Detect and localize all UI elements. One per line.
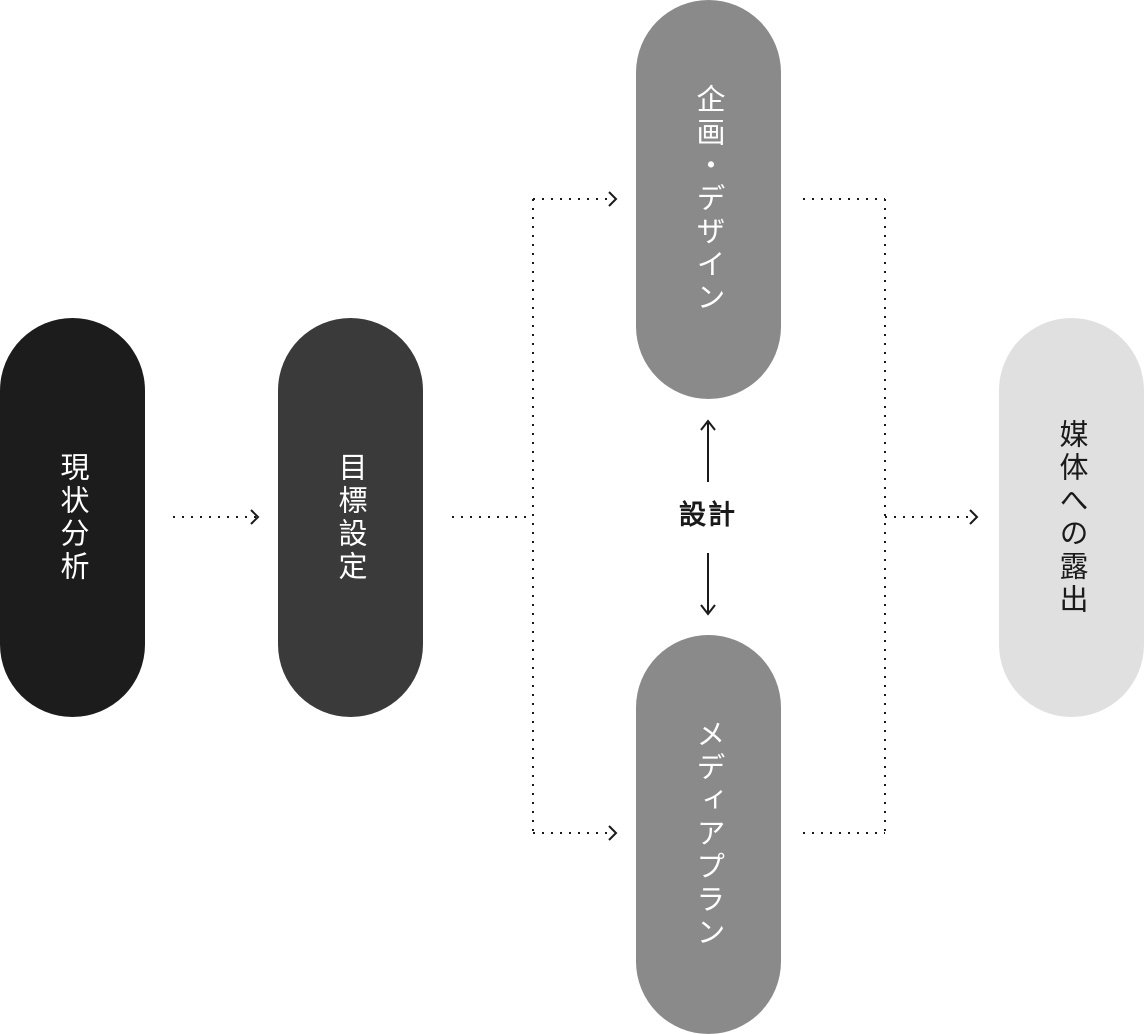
- node-goal-setting: 目標設定: [278, 318, 423, 717]
- arrow-current-to-goal: [173, 509, 260, 525]
- node-planning-design-label: 企画・デザイン: [692, 84, 726, 315]
- arrow-split-to-planning: [533, 191, 618, 207]
- arrow-split-to-media: [533, 825, 618, 841]
- arrow-goal-to-split: [452, 199, 534, 833]
- arrow-merge-to-exposure: [885, 509, 979, 525]
- design-down-arrow: [700, 553, 716, 616]
- node-planning-design: 企画・デザイン: [636, 0, 781, 399]
- node-current-analysis: 現状分析: [0, 318, 145, 717]
- node-media-plan-label: メディアプラン: [692, 719, 726, 950]
- arrow-merge: [803, 198, 886, 834]
- node-media-exposure: 媒体への露出: [999, 318, 1144, 717]
- design-label: 設計: [679, 500, 737, 531]
- node-current-analysis-label: 現状分析: [56, 451, 90, 584]
- design-up-arrow: [700, 419, 716, 482]
- node-media-exposure-label: 媒体への露出: [1055, 418, 1089, 617]
- node-media-plan: メディアプラン: [636, 635, 781, 1034]
- node-goal-setting-label: 目標設定: [334, 451, 368, 584]
